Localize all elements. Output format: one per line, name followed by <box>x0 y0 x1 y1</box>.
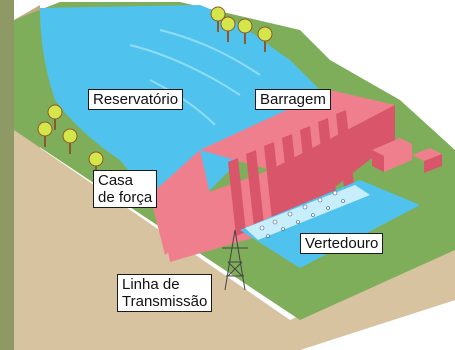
reservoir-highlight <box>129 29 261 126</box>
dam-wall-top <box>200 90 395 170</box>
tree-icon <box>37 121 53 147</box>
label-vertedouro: Vertedouro <box>300 233 384 254</box>
dam-left-abutment <box>150 150 215 255</box>
label-barragem-text: Barragem <box>260 91 326 108</box>
sidebar-strip <box>0 0 14 350</box>
tree-icon <box>62 128 78 154</box>
label-casa-de-forca: Casa de força <box>93 170 158 208</box>
transmission-tower <box>222 229 248 291</box>
label-linha-de-transmissao-line1: Linha de <box>122 276 180 293</box>
spillway-foam <box>245 185 370 240</box>
label-casa-de-forca-line1: Casa <box>98 172 134 189</box>
tree-icon <box>47 104 63 130</box>
spillway-spray <box>259 190 345 238</box>
tree-icon <box>210 6 226 32</box>
label-linha-de-transmissao-line2: Transmissão <box>122 293 208 310</box>
trees <box>37 6 273 177</box>
dam-wall-front <box>160 170 280 262</box>
tree-icon <box>237 18 253 44</box>
label-reservatorio: Reservatório <box>88 89 184 110</box>
tree-icon <box>220 16 236 42</box>
powerhouse-building <box>372 138 442 173</box>
spillway-piers <box>228 110 354 236</box>
tree-icon <box>257 26 273 52</box>
reservoir-water <box>40 5 330 210</box>
label-vertedouro-text: Vertedouro <box>305 235 379 252</box>
label-linha-de-transmissao: Linha de Transmissão <box>117 274 213 312</box>
label-reservatorio-text: Reservatório <box>93 91 179 108</box>
label-barragem: Barragem <box>255 89 331 110</box>
label-casa-de-forca-line2: de força <box>98 189 153 206</box>
tailrace-water <box>240 180 420 268</box>
